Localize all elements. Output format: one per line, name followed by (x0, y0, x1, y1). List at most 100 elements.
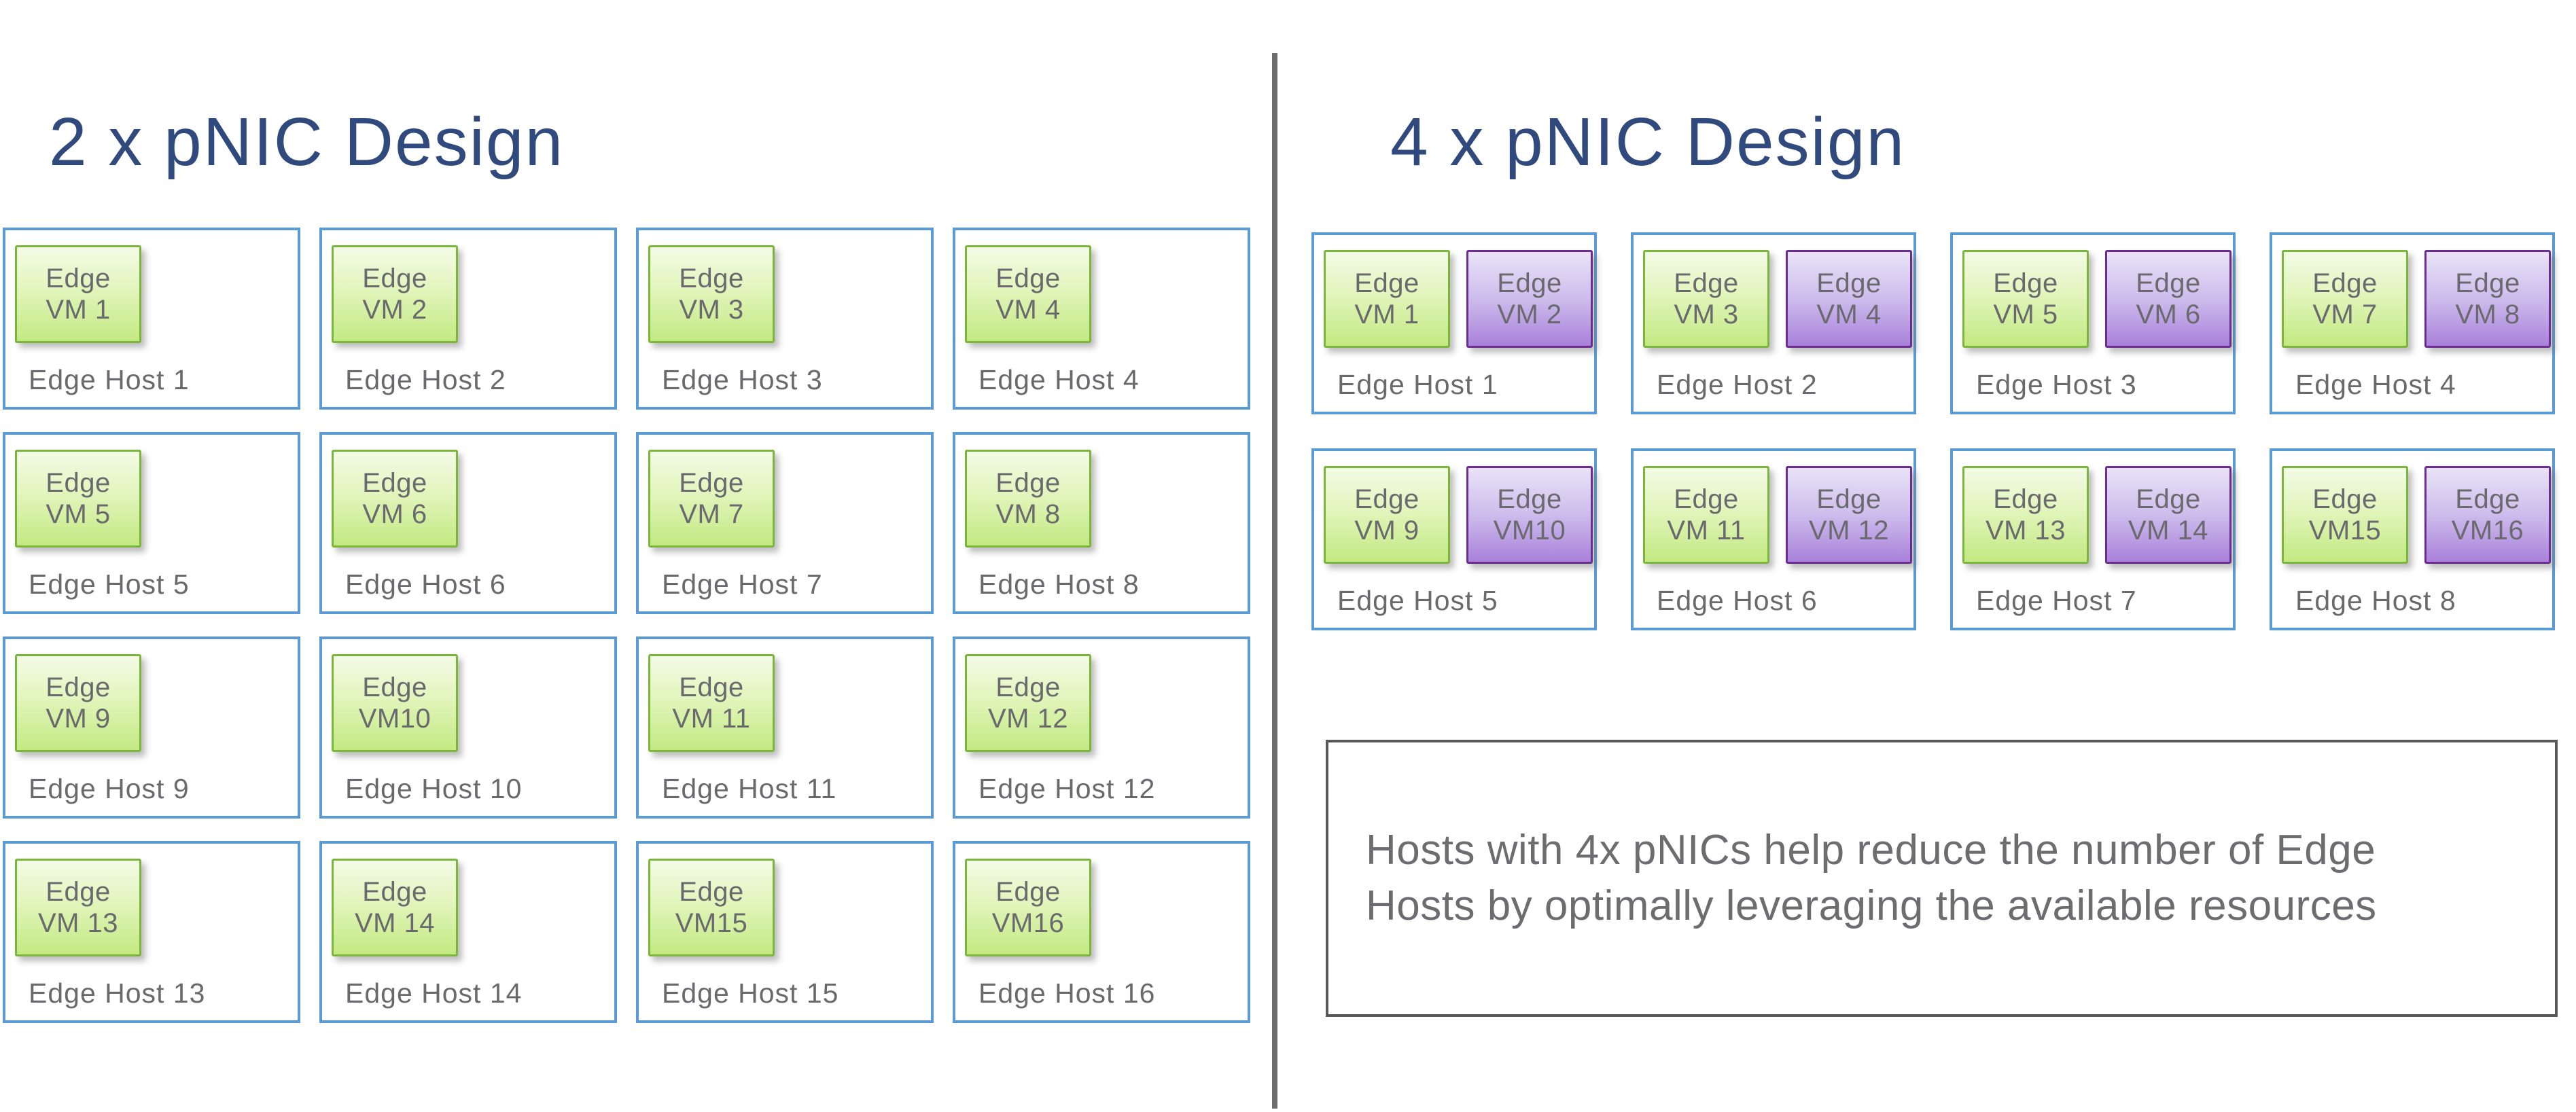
vm-label-line: VM 11 (672, 704, 751, 734)
vm-label-line: Edge (362, 672, 427, 702)
vm-label-line: VM 13 (37, 908, 119, 938)
host-label: Edge Host 1 (29, 364, 190, 395)
host-label: Edge Host 13 (29, 978, 206, 1009)
panel-divider-line (1272, 53, 1277, 1109)
vm-label-line: Edge (362, 263, 427, 293)
vm-label-line: VM 4 (995, 295, 1061, 325)
note-box: Hosts with 4x pNICs help reduce the numb… (1326, 740, 2558, 1017)
vm-label-line: VM 8 (995, 499, 1061, 529)
vm-label-line: Edge (679, 876, 744, 907)
note-line-1: Hosts with 4x pNICs help reduce the numb… (1366, 827, 2376, 874)
note-text: Hosts with 4x pNICs help reduce the numb… (1366, 823, 2377, 934)
left-panel-title: 2 x pNIC Design (49, 104, 565, 180)
host-label: Edge Host 10 (345, 773, 523, 804)
vm-label-line: VM 4 (1816, 300, 1882, 329)
host-label: Edge Host 12 (978, 773, 1156, 804)
vm-label-line: Edge (1816, 484, 1882, 514)
vm-label-line: Edge (2312, 484, 2378, 514)
vm-label-line: Edge (1674, 268, 1739, 298)
vm-label-line: VM 3 (679, 295, 744, 325)
host-label: Edge Host 4 (2295, 369, 2456, 400)
vm-label-line: VM10 (358, 704, 431, 734)
host-label: Edge Host 5 (1337, 585, 1498, 616)
host-label: Edge Host 1 (1337, 369, 1498, 400)
vm-label-line: Edge (1497, 268, 1562, 298)
vm-label-line: VM 12 (987, 704, 1069, 734)
host-label: Edge Host 6 (1657, 585, 1818, 616)
vm-label-line: Edge (995, 467, 1061, 498)
vm-label-line: VM 7 (2312, 300, 2378, 329)
vm-label-line: VM 11 (1667, 516, 1746, 545)
vm-label-line: VM 5 (46, 499, 111, 529)
host-label: Edge Host 9 (29, 773, 190, 804)
vm-label-line: VM10 (1493, 516, 1566, 545)
vm-label-line: VM16 (991, 908, 1065, 938)
vm-label-line: Edge (995, 672, 1061, 702)
host-label: Edge Host 6 (345, 569, 506, 600)
vm-label-line: Edge (2136, 268, 2201, 298)
vm-label-line: VM 9 (46, 704, 111, 734)
vm-label-line: Edge (46, 263, 111, 293)
vm-label-line: Edge (46, 876, 111, 907)
vm-label-line: Edge (1993, 268, 2058, 298)
host-label: Edge Host 3 (662, 364, 823, 395)
vm-label-line: VM 6 (362, 499, 427, 529)
note-line-2: Hosts by optimally leveraging the availa… (1366, 882, 2377, 929)
host-label: Edge Host 3 (1976, 369, 2137, 400)
vm-label-line: VM15 (2308, 516, 2382, 545)
host-label: Edge Host 4 (978, 364, 1140, 395)
host-label: Edge Host 14 (345, 978, 523, 1009)
vm-label-line: VM 3 (1674, 300, 1739, 329)
vm-label-line: VM16 (2451, 516, 2524, 545)
host-label: Edge Host 2 (345, 364, 506, 395)
vm-label-line: VM 2 (362, 295, 427, 325)
vm-label-line: Edge (1816, 268, 1882, 298)
host-label: Edge Host 16 (978, 978, 1156, 1009)
host-label: Edge Host 8 (978, 569, 1140, 600)
host-label: Edge Host 11 (662, 773, 837, 804)
